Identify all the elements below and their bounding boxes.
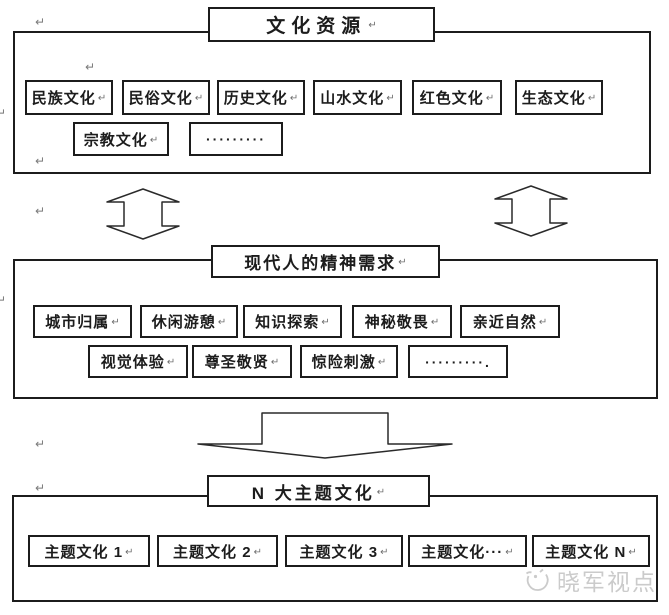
- up-down-arrow-right-icon: [494, 185, 568, 237]
- return-mark: ↵: [368, 20, 377, 31]
- box-label: 视觉体验: [100, 354, 165, 371]
- ellipsis-label: ·········.: [425, 353, 491, 370]
- theme-box-2: 主题文化 2↵: [157, 535, 278, 567]
- box-label: 红色文化: [419, 90, 484, 107]
- return-mark: ↵: [194, 93, 204, 104]
- themes-title-box: N 大主题文化 ↵: [207, 475, 430, 507]
- return-mark: ↵: [430, 317, 440, 328]
- resource-box-minsu: 民俗文化↵: [122, 80, 210, 115]
- theme-box-3: 主题文化 3↵: [285, 535, 403, 567]
- return-mark: ↵: [125, 546, 134, 558]
- paragraph-mark: ↵: [35, 15, 46, 29]
- box-label: 亲近自然: [472, 314, 537, 331]
- return-mark: ↵: [377, 357, 387, 368]
- box-label: 神秘敬畏: [364, 314, 429, 331]
- need-box-zhishi: 知识探索↵: [243, 305, 342, 338]
- return-mark: ↵: [376, 486, 386, 498]
- return-mark: ↵: [485, 93, 495, 104]
- resources-title-box: 文化资源 ↵: [208, 7, 435, 42]
- resource-box-minzu: 民族文化↵: [25, 80, 113, 115]
- wink-face-logo-icon: [525, 568, 549, 591]
- box-label: 生态文化: [521, 90, 586, 107]
- resource-box-lishi: 历史文化↵: [217, 80, 305, 115]
- paragraph-mark: ↵: [0, 106, 7, 120]
- return-mark: ↵: [289, 93, 299, 104]
- paragraph-mark: ↵: [35, 437, 46, 451]
- return-mark: ↵: [217, 317, 227, 328]
- theme-box-n: 主题文化 N↵: [532, 535, 650, 567]
- needs-title: 现代人的精神需求: [244, 254, 397, 273]
- box-label: 主题文化 3: [299, 543, 379, 561]
- paragraph-mark: ↵: [35, 154, 46, 168]
- need-box-shijue: 视觉体验↵: [88, 345, 188, 378]
- box-label: 休闲游憩: [151, 314, 216, 331]
- return-mark: ↵: [398, 257, 407, 268]
- box-label: 主题文化 2: [173, 543, 252, 561]
- box-label: 山水文化: [320, 90, 385, 107]
- themes-title: N 大主题文化: [251, 483, 375, 503]
- paragraph-mark: ↵: [35, 204, 46, 218]
- return-mark: ↵: [270, 357, 280, 368]
- watermark: 晓军视点: [522, 563, 657, 597]
- down-block-arrow-icon: [197, 412, 453, 459]
- return-mark: ↵: [628, 546, 637, 558]
- return-mark: ↵: [111, 317, 120, 328]
- resource-box-hongse: 红色文化↵: [412, 80, 502, 115]
- box-label: 民族文化: [31, 90, 96, 107]
- watermark-label: 晓军视点: [557, 569, 657, 595]
- need-box-jingxian: 惊险刺激↵: [300, 345, 398, 378]
- resource-box-zongjiao: 宗教文化↵: [73, 122, 169, 156]
- need-box-chengshi: 城市归属↵: [33, 305, 132, 338]
- return-mark: ↵: [538, 317, 548, 328]
- resource-box-ellipsis: ·········: [189, 122, 283, 156]
- theme-box-1: 主题文化 1↵: [28, 535, 150, 567]
- resource-box-shanshui: 山水文化↵: [313, 80, 402, 115]
- box-label: 城市归属: [45, 314, 110, 331]
- return-mark: ↵: [505, 546, 514, 558]
- box-label: 历史文化: [223, 90, 288, 107]
- return-mark: ↵: [149, 134, 159, 146]
- return-mark: ↵: [253, 546, 262, 558]
- return-mark: ↵: [166, 357, 176, 368]
- return-mark: ↵: [97, 93, 107, 104]
- resource-box-shengtai: 生态文化↵: [515, 80, 603, 115]
- box-label: 知识探索: [255, 314, 320, 331]
- return-mark: ↵: [380, 546, 389, 558]
- return-mark: ↵: [321, 317, 330, 328]
- box-label: 主题文化···: [421, 543, 504, 561]
- return-mark: ↵: [587, 93, 597, 104]
- box-label: 民俗文化: [128, 90, 193, 107]
- box-label: 宗教文化: [83, 131, 148, 149]
- needs-title-box: 现代人的精神需求 ↵: [211, 245, 440, 278]
- paragraph-mark: ↵: [35, 481, 46, 495]
- need-box-zunsheng: 尊圣敬贤↵: [192, 345, 292, 378]
- ellipsis-label: ·········: [206, 131, 266, 147]
- box-label: 惊险刺激: [311, 354, 376, 371]
- need-box-qinjin: 亲近自然↵: [460, 305, 560, 338]
- need-box-ellipsis: ·········.: [408, 345, 508, 378]
- theme-box-etc: 主题文化···↵: [408, 535, 527, 567]
- box-label: 主题文化 1: [44, 543, 124, 561]
- return-mark: ↵: [386, 93, 395, 104]
- box-label: 尊圣敬贤: [204, 354, 269, 371]
- need-box-xiuxian: 休闲游憩↵: [140, 305, 238, 338]
- resources-title: 文化资源: [266, 16, 367, 37]
- paragraph-mark: ↵: [0, 293, 7, 307]
- need-box-shenmi: 神秘敬畏↵: [352, 305, 452, 338]
- box-label: 主题文化 N: [545, 543, 627, 561]
- up-down-arrow-left-icon: [106, 188, 180, 240]
- paragraph-mark: ↵: [85, 60, 96, 74]
